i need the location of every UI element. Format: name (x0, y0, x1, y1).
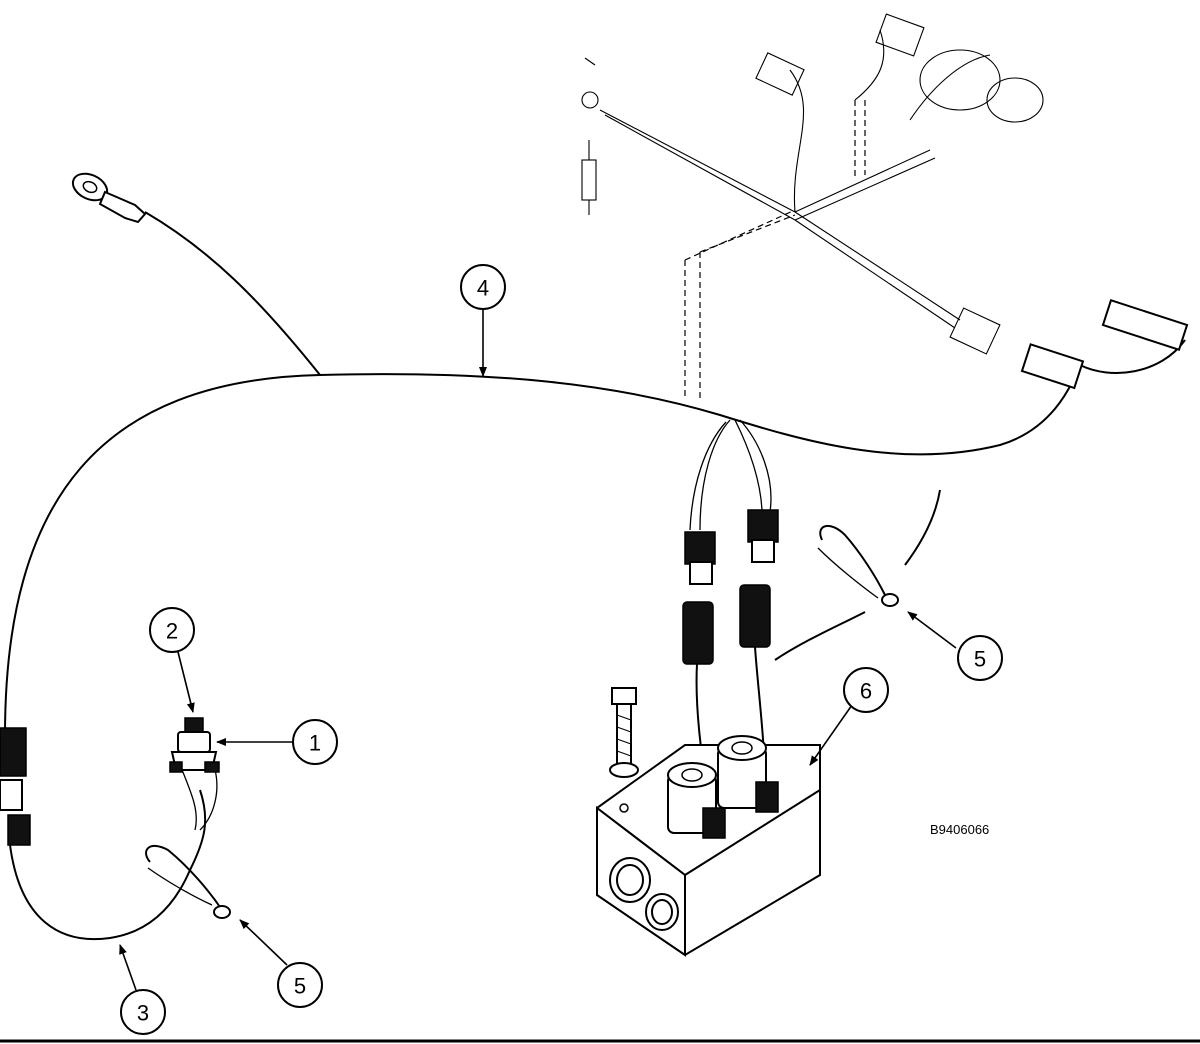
pressure-switch (169, 717, 220, 773)
drawing-code: B9406066 (930, 822, 989, 837)
callout-1: 1 (292, 719, 338, 765)
callout-3: 3 (120, 989, 166, 1035)
callout-6-label: 6 (860, 679, 872, 704)
valve-block (596, 687, 821, 957)
callout-6: 6 (843, 667, 889, 713)
cable-tie-upper (774, 489, 941, 661)
callout-4-label: 4 (477, 276, 489, 301)
main-harness (0, 172, 1189, 846)
callout-5-upper-label: 5 (974, 647, 986, 672)
callout-2: 2 (149, 607, 195, 653)
callout-2-label: 2 (166, 619, 178, 644)
lead-harness (9, 759, 218, 941)
solenoid-connectors (682, 419, 779, 811)
callout-5-lower-label: 5 (294, 974, 306, 999)
cable-tie-lower (145, 844, 231, 919)
callout-3-label: 3 (137, 1001, 149, 1026)
callout-4: 4 (460, 264, 506, 310)
leader-lines (119, 310, 957, 991)
existing-harness-ghost (581, 13, 1044, 400)
callout-5-lower: 5 (277, 962, 323, 1008)
callout-5-upper: 5 (957, 635, 1003, 681)
callout-1-label: 1 (309, 731, 321, 756)
